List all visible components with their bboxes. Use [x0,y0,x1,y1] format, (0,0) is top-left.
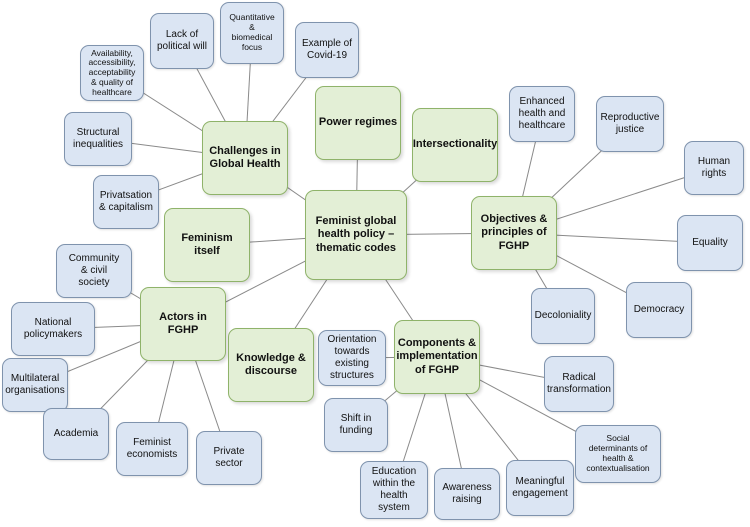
central-theme: Feminist global health policy – thematic… [305,190,407,280]
code-label: Awareness raising [442,482,492,505]
code-feminist-economists: Feminist economists [116,422,188,476]
theme-label: Objectives & principles of FGHP [480,213,548,252]
code-label: National policymakers [23,317,83,340]
code-label: Private sector [213,446,245,469]
code-label: Lack of political will [156,29,207,52]
code-meaningful-engagement: Meaningful engagement [506,460,574,516]
theme-challenges-global-health: Challenges in Global Health [202,121,288,195]
theme-actors: Actors in FGHP [140,287,226,361]
code-lack-political-will: Lack of political will [150,13,214,69]
code-label: Democracy [633,304,685,315]
theme-label: Actors in FGHP [159,310,207,336]
theme-objectives-principles: Objectives & principles of FGHP [471,196,557,270]
code-reproductive-justice: Reproductive justice [596,96,664,152]
code-label: Education within the health system [371,466,417,513]
code-label: Decoloniality [534,310,592,321]
theme-power-regimes: Power regimes [315,86,401,160]
code-label: Enhanced health and healthcare [518,96,566,131]
code-label: Meaningful engagement [512,476,568,499]
code-label: Privatsation & capitalism [99,190,153,213]
code-shift-in-funding: Shift in funding [324,398,388,452]
code-radical-transformation: Radical transformation [544,356,614,412]
code-label: Multilateral organisations [5,373,65,396]
code-label: Academia [53,428,99,439]
code-private-sector: Private sector [196,431,262,485]
theme-label: Power regimes [318,116,398,129]
theme-components-implementation: Components & implementation of FGHP [394,320,480,394]
code-equality: Equality [677,215,743,271]
code-label: Structural inequalities [72,127,124,150]
code-label: Reproductive justice [600,112,660,135]
code-availability: Availability, accessibility, acceptabili… [80,45,144,101]
code-label: Equality [692,237,728,248]
code-label: Example of Covid-19 [301,38,353,61]
code-community-civil-society: Community & civil society [56,244,132,298]
code-covid-19: Example of Covid-19 [295,22,359,78]
code-label: Shift in funding [339,413,373,436]
code-label: Feminist economists [126,437,178,460]
code-democracy: Democracy [626,282,692,338]
code-label: Orientation towards existing structures [327,334,377,381]
theme-label: Intersectionality [412,138,498,151]
code-education-health-system: Education within the health system [360,461,428,519]
code-human-rights: Human rights [684,141,744,195]
code-decoloniality: Decoloniality [531,288,595,344]
theme-intersectionality: Intersectionality [412,108,498,182]
code-label: Availability, accessibility, acceptabili… [88,47,136,97]
theme-label: Challenges in Global Health [209,144,281,170]
code-privatisation-capitalism: Privatsation & capitalism [93,175,159,229]
code-orientation-existing-structures: Orientation towards existing structures [318,330,386,386]
code-label: Community & civil society [68,253,120,288]
code-structural-inequalities: Structural inequalities [64,112,132,166]
code-quantitative-biomedical: Quantitative & biomedical focus [220,2,284,64]
central-theme-label: Feminist global health policy – thematic… [315,215,397,254]
theme-feminism-itself: Feminism itself [164,208,250,282]
code-label: Human rights [697,156,731,179]
code-academia: Academia [43,408,109,460]
code-label: Social determinants of health & contextu… [586,433,650,473]
code-enhanced-health: Enhanced health and healthcare [509,86,575,142]
theme-label: Components & implementation of FGHP [396,337,478,376]
code-label: Quantitative & biomedical focus [229,12,275,52]
code-national-policymakers: National policymakers [11,302,95,356]
code-multilateral-organisations: Multilateral organisations [2,358,68,412]
code-awareness-raising: Awareness raising [434,468,500,520]
code-social-determinants: Social determinants of health & contextu… [575,425,661,483]
theme-label: Knowledge & discourse [236,351,306,377]
theme-knowledge-discourse: Knowledge & discourse [228,328,314,402]
code-label: Radical transformation [547,372,611,395]
theme-label: Feminism itself [181,231,233,257]
